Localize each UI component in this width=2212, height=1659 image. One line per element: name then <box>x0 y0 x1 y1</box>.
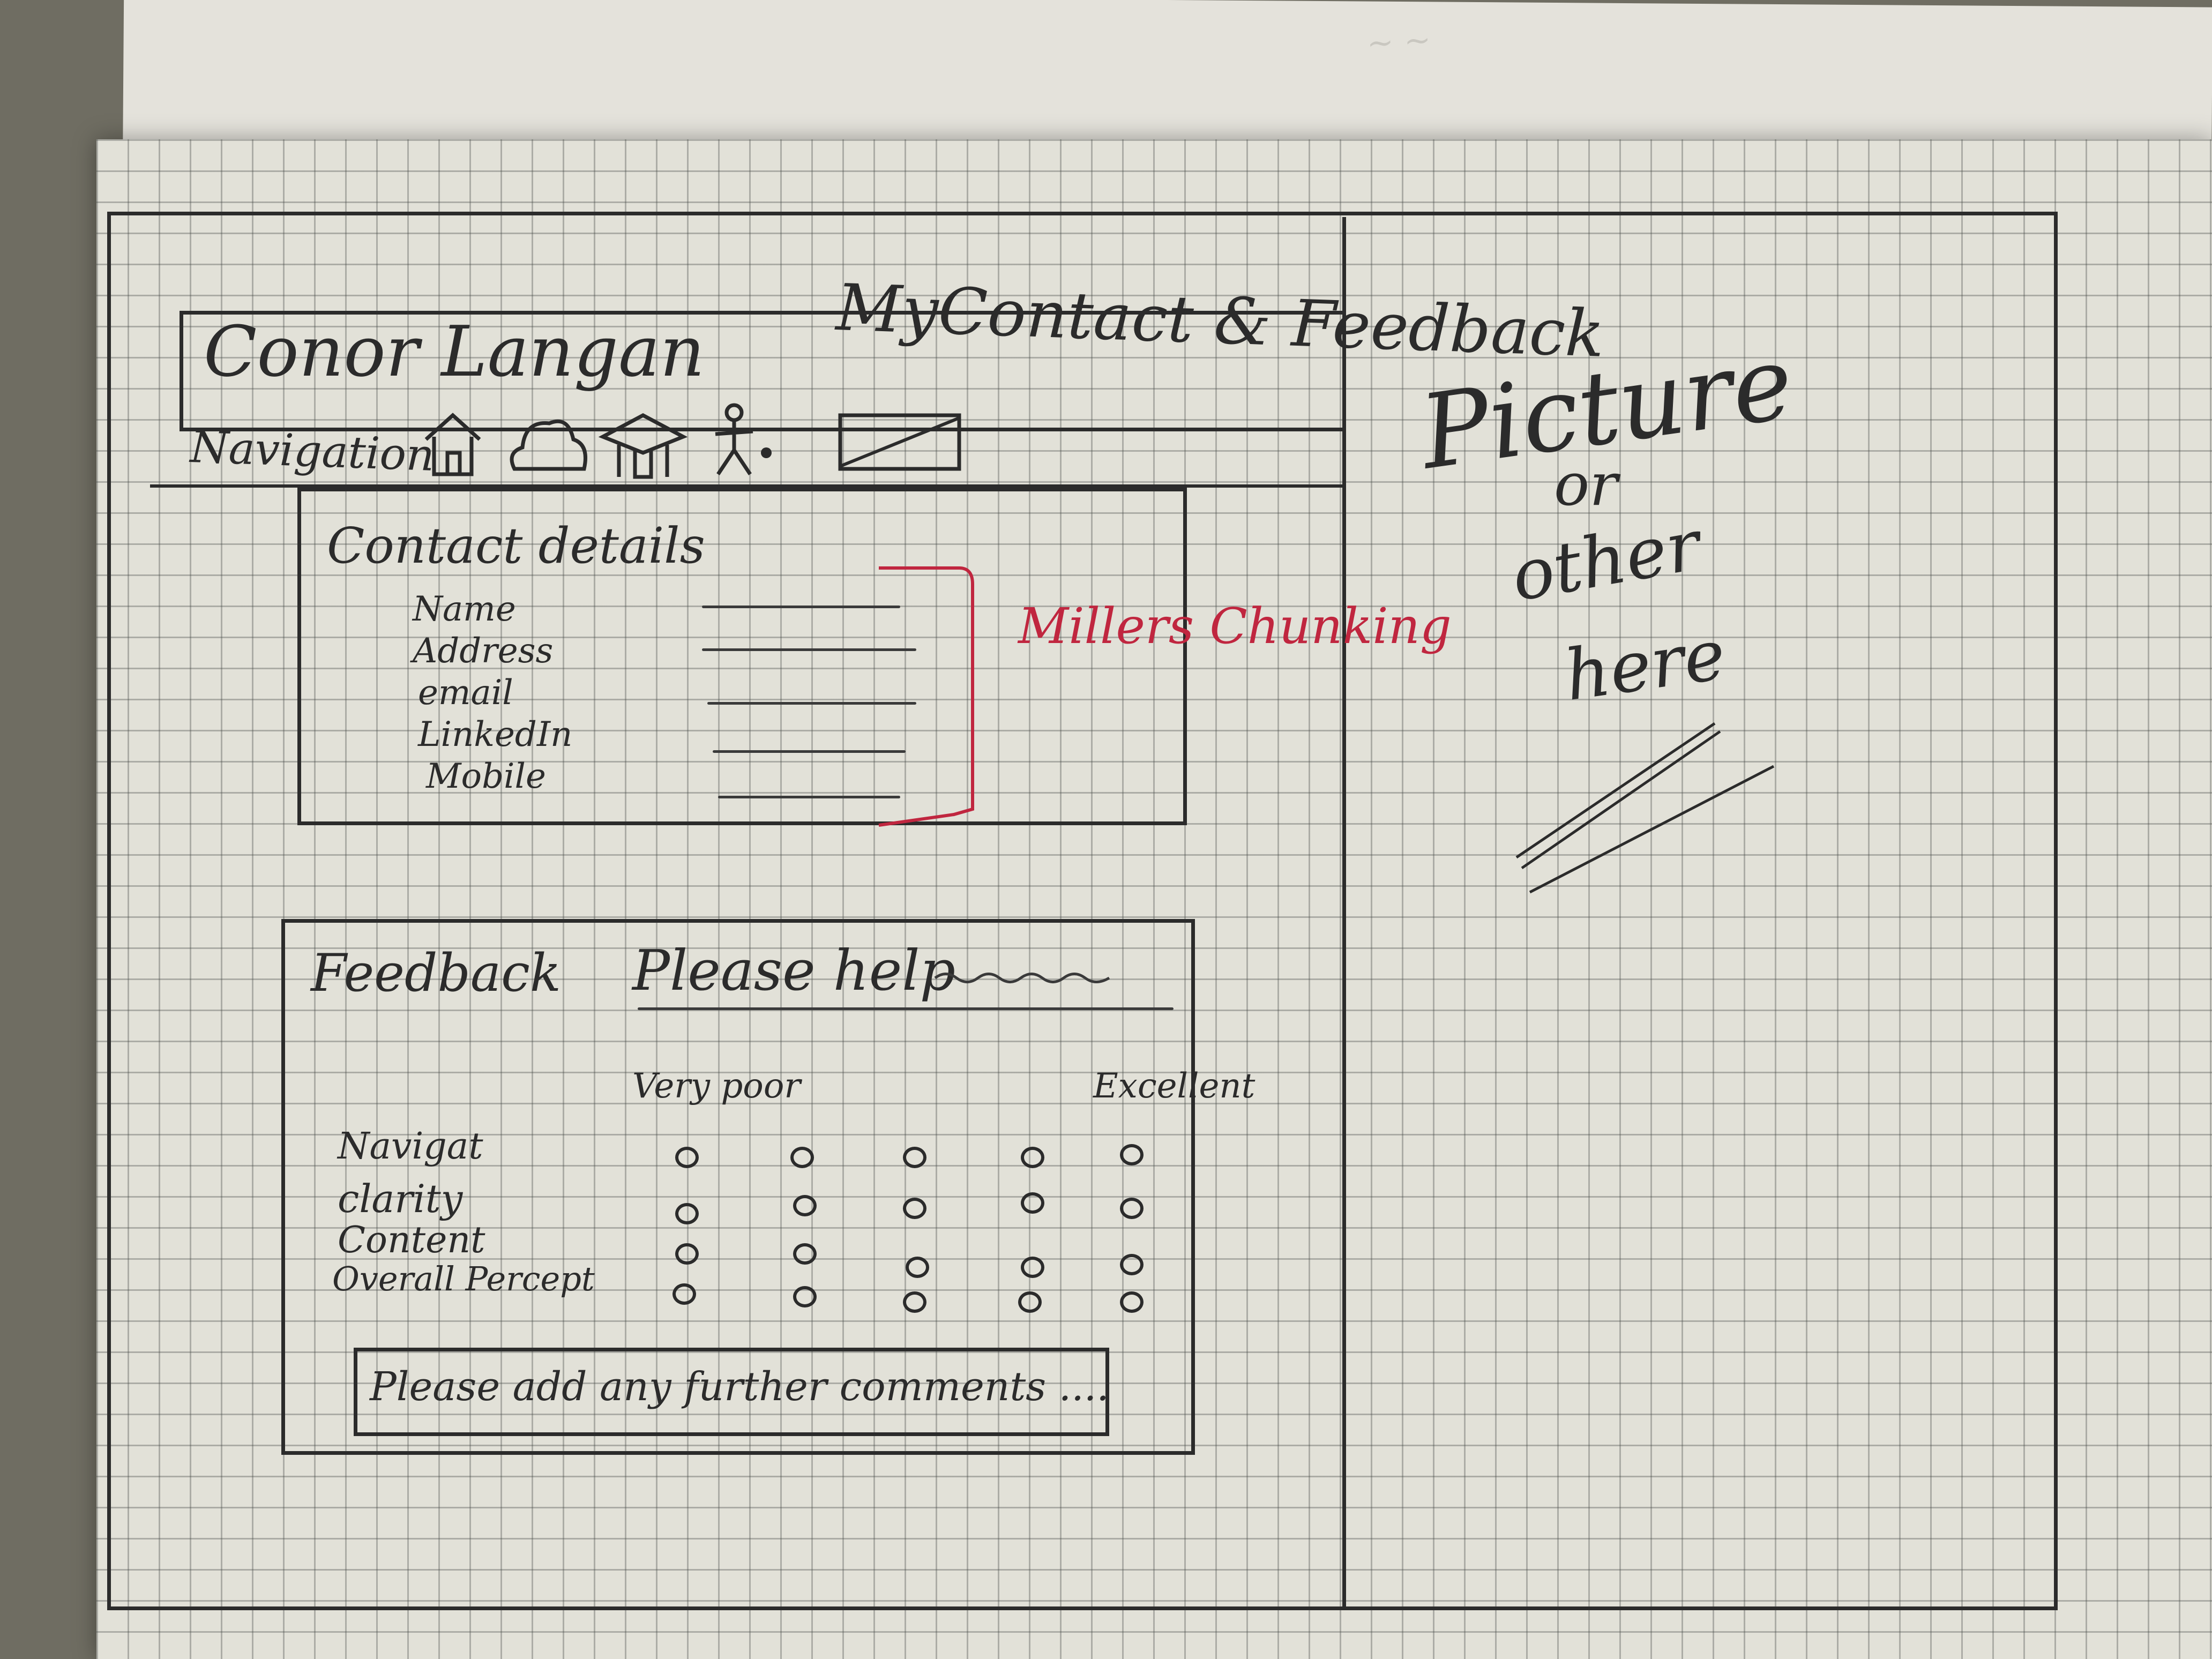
field-label-address: Address <box>413 631 554 671</box>
contact-details-panel <box>297 488 1187 825</box>
criterion-content: Content <box>338 1219 485 1261</box>
graduation-cap-icon[interactable] <box>597 407 689 482</box>
comments-placeholder: Please add any further comments .... <box>370 1364 1109 1410</box>
field-value-address[interactable] <box>702 648 916 651</box>
feedback-panel <box>281 919 1195 1455</box>
field-label-linkedin: LinkedIn <box>418 715 573 754</box>
millers-chunking-annotation: Millers Chunking <box>1018 597 1452 655</box>
picture-strike-lines <box>1515 722 1775 894</box>
annotation-bracket <box>878 566 974 827</box>
rating-radio[interactable] <box>903 1147 926 1168</box>
subtitle-underline <box>638 1007 1174 1010</box>
rating-radio[interactable] <box>790 1147 814 1168</box>
rating-radio[interactable] <box>672 1283 696 1305</box>
sketch-page: Conor Langan MyContact & Feedback Naviga… <box>96 139 2212 1659</box>
rating-radio[interactable] <box>1021 1192 1044 1214</box>
column-divider <box>1342 217 1346 1610</box>
field-value-email[interactable] <box>707 702 916 705</box>
rating-radio[interactable] <box>675 1203 699 1224</box>
rating-radio[interactable] <box>1018 1291 1042 1313</box>
rating-radio[interactable] <box>1120 1198 1144 1219</box>
criterion-navigation: Navigat <box>338 1125 483 1168</box>
rating-radio[interactable] <box>675 1147 699 1168</box>
rating-radio[interactable] <box>793 1195 817 1216</box>
field-value-linkedin[interactable] <box>713 750 906 753</box>
home-icon[interactable] <box>418 410 488 480</box>
contact-details-heading: Contact details <box>327 517 705 574</box>
rating-radio[interactable] <box>906 1257 929 1278</box>
mail-icon[interactable] <box>836 407 965 474</box>
subtitle-squiggle <box>934 973 1110 983</box>
criterion-overall-perception: Overall Percept <box>332 1259 595 1298</box>
field-label-mobile: Mobile <box>426 757 546 796</box>
scale-label-excellent: Excellent <box>1093 1066 1256 1106</box>
rating-radio[interactable] <box>903 1198 926 1219</box>
navigation-label: Navigation <box>189 422 436 481</box>
navigation-bar <box>150 431 1342 488</box>
site-owner-name: Conor Langan <box>204 311 705 392</box>
field-label-email: email <box>418 673 513 713</box>
rating-radio[interactable] <box>1021 1257 1044 1278</box>
rating-radio[interactable] <box>1120 1144 1144 1165</box>
field-label-name: Name <box>413 589 516 629</box>
rating-radio[interactable] <box>1120 1254 1144 1275</box>
rating-radio[interactable] <box>793 1243 817 1265</box>
field-value-mobile[interactable] <box>718 796 900 798</box>
faint-back-writing: ~ ~ <box>1365 21 1432 63</box>
feedback-heading: Feedback <box>311 943 562 1003</box>
picture-text-line2: or <box>1554 450 1618 519</box>
rating-radio[interactable] <box>1021 1147 1044 1168</box>
scale-label-very-poor: Very poor <box>632 1066 801 1106</box>
page-frame <box>107 212 2058 1610</box>
rating-radio[interactable] <box>903 1291 926 1313</box>
field-value-name[interactable] <box>702 606 900 608</box>
feedback-subtitle: Please help <box>632 938 956 1003</box>
comments-textarea[interactable] <box>354 1348 1109 1436</box>
criterion-clarity: clarity <box>338 1176 463 1221</box>
rating-radio[interactable] <box>1120 1291 1144 1313</box>
rating-radio[interactable] <box>675 1243 699 1265</box>
header-bar <box>180 311 1342 431</box>
cloud-icon[interactable] <box>504 407 589 477</box>
rating-radio[interactable] <box>793 1286 817 1307</box>
person-icon[interactable] <box>707 399 777 480</box>
